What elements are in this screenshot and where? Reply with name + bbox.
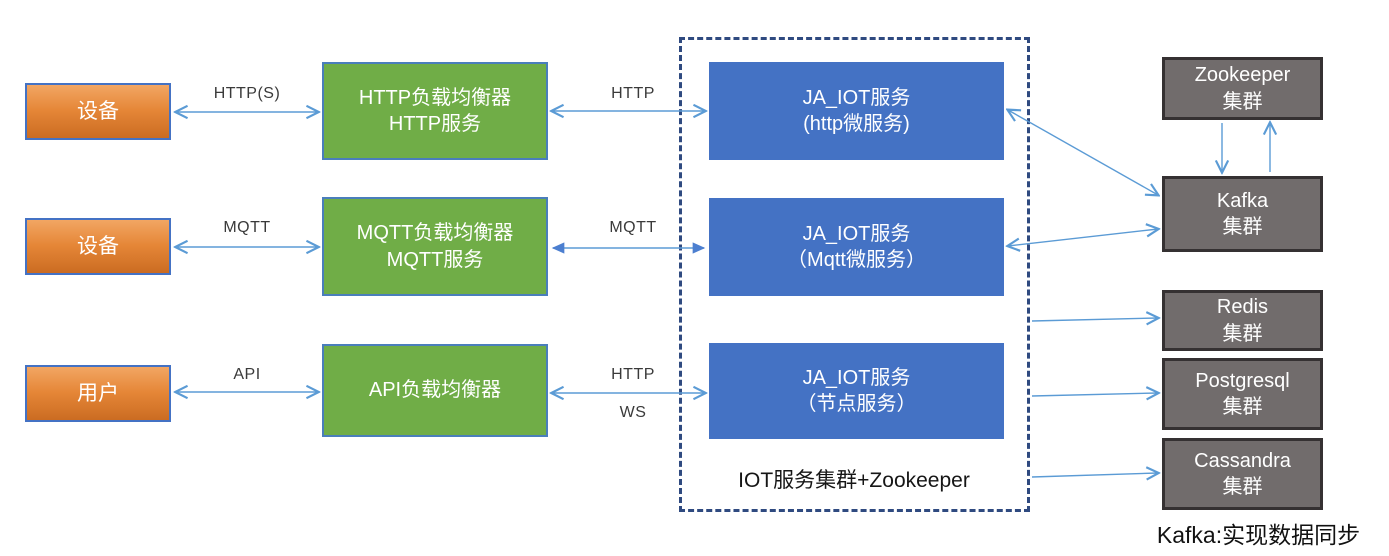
edge-svchttp-kafka bbox=[1008, 110, 1158, 195]
ja-iot-http-service-box: JA_IOT服务 (http微服务) bbox=[709, 62, 1004, 160]
zookeeper-cluster-box: Zookeeper 集群 bbox=[1162, 57, 1323, 120]
device2-label: 设备 bbox=[77, 234, 119, 258]
postgresql-cluster-box: Postgresql 集群 bbox=[1162, 358, 1323, 430]
cassandra-cluster-label: Cassandra 集群 bbox=[1194, 449, 1291, 498]
edge-label-mqtt-right: MQTT bbox=[609, 219, 657, 236]
postgresql-cluster-label: Postgresql 集群 bbox=[1195, 369, 1290, 418]
redis-cluster-label: Redis 集群 bbox=[1216, 296, 1269, 345]
edge-label-ws: WS bbox=[619, 404, 647, 421]
cassandra-cluster-box: Cassandra 集群 bbox=[1162, 438, 1323, 510]
device1-label: 设备 bbox=[77, 99, 119, 123]
ja-iot-node-service-label: JA_IOT服务 （节点服务） bbox=[796, 366, 917, 415]
edge-label-mqtt-left: MQTT bbox=[223, 219, 271, 236]
edge-svcmqtt-kafka bbox=[1008, 229, 1158, 246]
edge-label-api: API bbox=[233, 366, 261, 383]
http-loadbalancer-box: HTTP负载均衡器 HTTP服务 bbox=[322, 62, 548, 160]
redis-cluster-box: Redis 集群 bbox=[1162, 290, 1323, 351]
iot-cluster-label: IOT服务集群+Zookeeper bbox=[738, 469, 970, 492]
edge-cluster-redis bbox=[1031, 318, 1158, 321]
api-loadbalancer-label: API负载均衡器 bbox=[368, 379, 502, 402]
api-loadbalancer-box: API负载均衡器 bbox=[322, 344, 548, 437]
ja-iot-mqtt-service-box: JA_IOT服务 （Mqtt微服务） bbox=[709, 198, 1004, 296]
mqtt-loadbalancer-box: MQTT负载均衡器 MQTT服务 bbox=[322, 197, 548, 296]
edge-label-http-row1: HTTP bbox=[611, 85, 655, 102]
kafka-cluster-box: Kafka 集群 bbox=[1162, 176, 1323, 252]
edge-cluster-postgres bbox=[1031, 393, 1158, 396]
ja-iot-node-service-box: JA_IOT服务 （节点服务） bbox=[709, 343, 1004, 439]
ja-iot-mqtt-service-label: JA_IOT服务 （Mqtt微服务） bbox=[787, 222, 926, 271]
edge-label-http-row3: HTTP bbox=[611, 366, 655, 383]
edge-label-https: HTTP(S) bbox=[213, 85, 281, 102]
http-loadbalancer-label: HTTP负载均衡器 HTTP服务 bbox=[358, 86, 512, 135]
mqtt-loadbalancer-label: MQTT负载均衡器 MQTT服务 bbox=[356, 222, 514, 271]
device2-box: 设备 bbox=[25, 218, 171, 275]
edge-cluster-cassandra bbox=[1031, 473, 1158, 477]
ja-iot-http-service-label: JA_IOT服务 (http微服务) bbox=[802, 86, 911, 135]
device1-box: 设备 bbox=[25, 83, 171, 140]
user-box: 用户 bbox=[25, 365, 171, 422]
kafka-sync-note: Kafka:实现数据同步 bbox=[1156, 522, 1361, 548]
user-label: 用户 bbox=[77, 381, 119, 405]
zookeeper-cluster-label: Zookeeper 集群 bbox=[1194, 64, 1291, 113]
kafka-cluster-label: Kafka 集群 bbox=[1216, 189, 1269, 238]
iot-cluster-container bbox=[679, 37, 1030, 512]
